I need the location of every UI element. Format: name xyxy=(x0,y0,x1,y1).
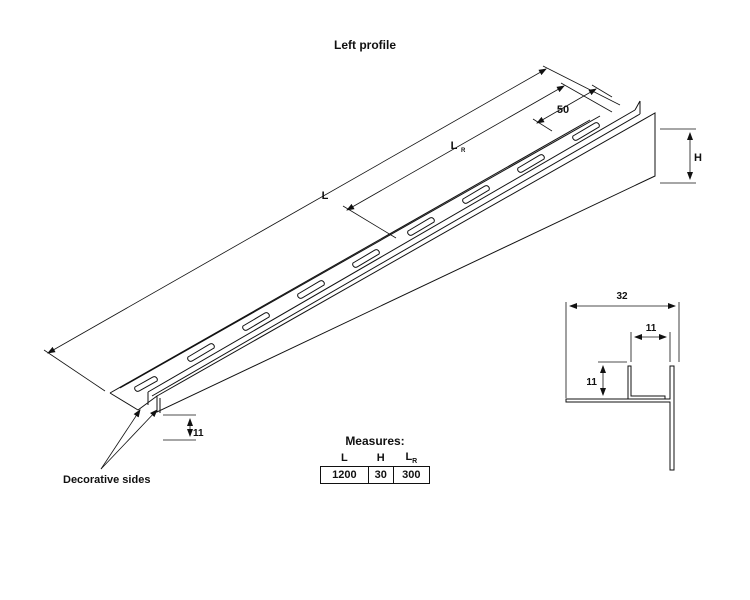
header-lr-main: L xyxy=(405,451,413,463)
profile-body xyxy=(109,100,656,413)
dimension-pitch-label: 50 xyxy=(557,104,569,116)
section-width-label: 32 xyxy=(616,291,628,302)
slot xyxy=(572,122,600,141)
header-lr: LR xyxy=(393,450,429,467)
drawing-title: Left profile xyxy=(334,38,396,52)
slot xyxy=(407,217,435,236)
slot-row xyxy=(134,122,600,392)
measures-grid: L H LR 1200 30 300 xyxy=(320,450,431,485)
slot xyxy=(134,376,158,392)
section-dimension-width xyxy=(565,302,680,398)
header-l: L xyxy=(341,452,348,465)
dimension-h xyxy=(660,128,696,184)
header-lr-subscript: R xyxy=(412,458,418,466)
dimension-lr-subscript: R xyxy=(461,148,466,154)
dimension-h-label: H xyxy=(694,152,702,164)
section-inner-width-label: 11 xyxy=(646,323,657,334)
value-lr: 300 xyxy=(392,466,431,485)
dimension-pitch xyxy=(532,84,613,132)
dimension-base-height-label: 11 xyxy=(193,428,204,439)
measures-title: Measures: xyxy=(345,434,405,448)
dimension-l-label: L xyxy=(322,190,329,202)
header-h: H xyxy=(376,452,385,465)
measures-header-row: L H LR xyxy=(321,450,430,467)
slot xyxy=(297,280,325,299)
section-dimension-inner-height xyxy=(598,361,627,400)
cross-section xyxy=(565,365,675,471)
decorative-sides-label: Decorative sides xyxy=(63,474,150,486)
value-h: 30 xyxy=(367,466,394,485)
measures-table: Measures: L H LR 1200 30 300 xyxy=(320,434,431,485)
slot xyxy=(462,185,490,204)
measures-value-row: 1200 30 300 xyxy=(320,466,431,485)
section-inner-height-label: 11 xyxy=(586,377,597,388)
dimension-lr-label: L xyxy=(451,140,458,152)
value-l: 1200 xyxy=(320,466,369,485)
dimension-base-height xyxy=(163,414,196,441)
section-dimension-inner-width xyxy=(630,332,671,362)
decorative-sides-leaders xyxy=(100,409,158,470)
